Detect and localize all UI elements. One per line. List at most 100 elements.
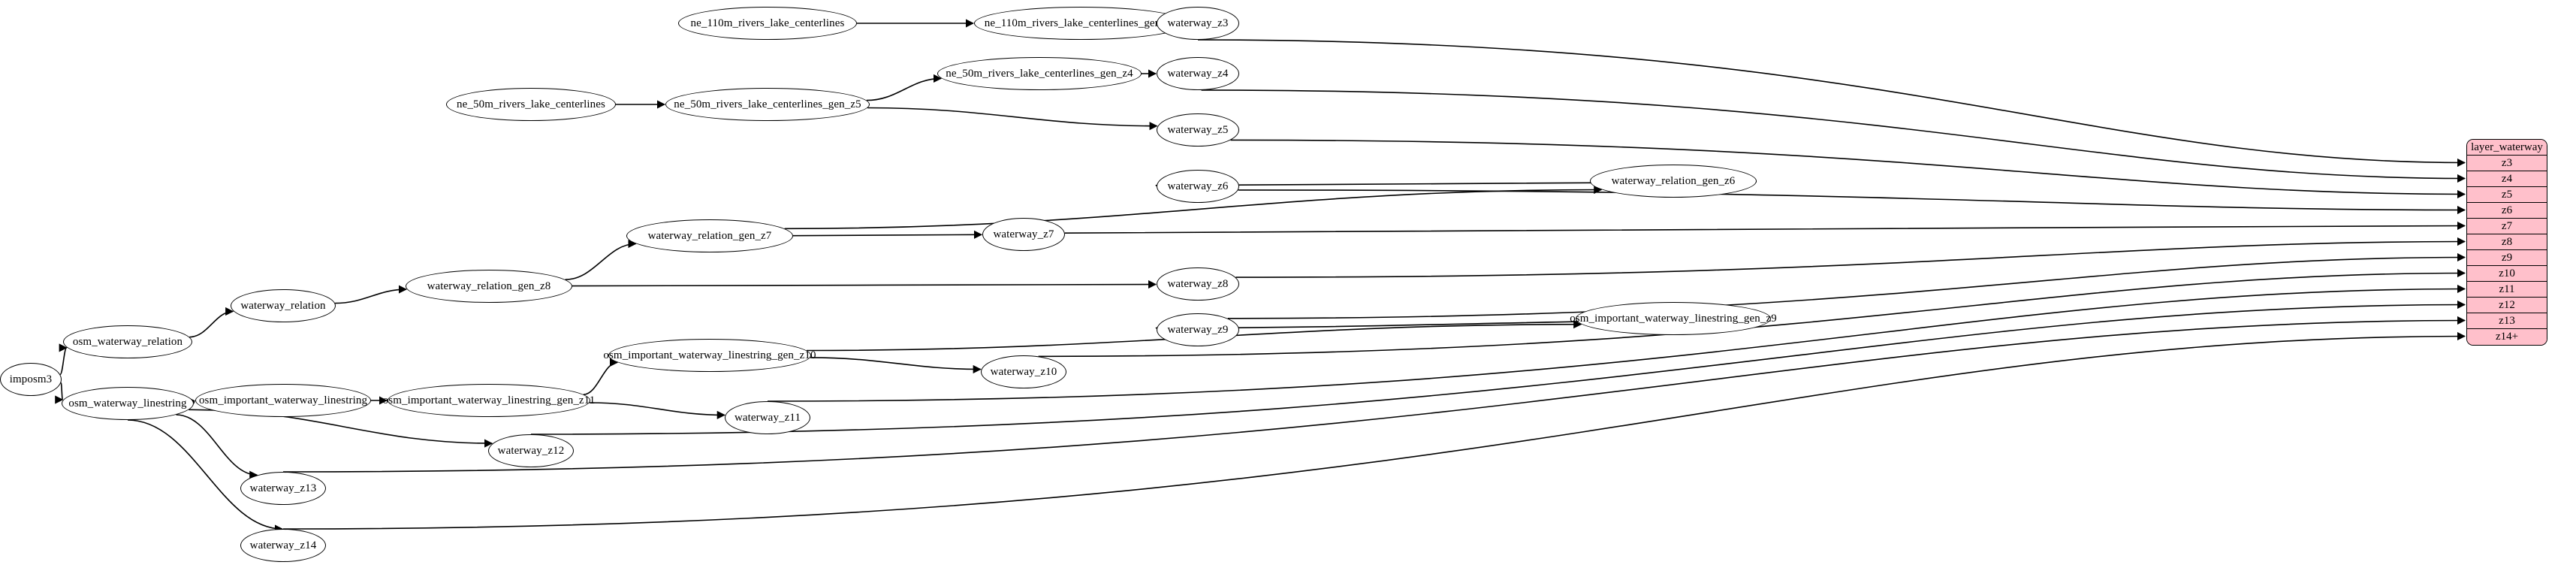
- node-osm-important-waterway-linestring-gen-z11[interactable]: osm_important_waterway_linestring_gen_z1…: [383, 384, 595, 417]
- edge-waterway-z12-to-layer-waterway-z12: [530, 300, 2466, 435]
- edge-waterway-relation-gen-z8-to-waterway-z8: [572, 279, 1157, 289]
- edge-waterway-relation-to-waterway-relation-gen-z8: [335, 285, 408, 304]
- edge-waterway-z10-to-layer-waterway-z10: [1038, 268, 2466, 358]
- edge-waterway-z14-to-layer-waterway-z14-: [282, 331, 2466, 530]
- layer-table-row-z3[interactable]: z3: [2467, 156, 2547, 171]
- node-label: imposm3: [9, 373, 53, 385]
- edge-waterway-relation-gen-z7-to-waterway-relation-gen-z6: [784, 185, 1603, 230]
- layer-table-row-z6[interactable]: z6: [2467, 203, 2547, 219]
- node-label: waterway_z13: [249, 482, 317, 494]
- node-ne-110m-rivers-lake-centerlines[interactable]: ne_110m_rivers_lake_centerlines: [678, 7, 857, 40]
- edge-waterway-relation-gen-z7-to-waterway-z7: [792, 230, 983, 239]
- edge-waterway-z6-to-layer-waterway-z6: [1238, 189, 2466, 215]
- layer-table-row-z7[interactable]: z7: [2467, 219, 2547, 234]
- node-waterway-z5[interactable]: waterway_z5: [1157, 113, 1239, 147]
- node-waterway-z8[interactable]: waterway_z8: [1157, 267, 1239, 301]
- node-label: waterway_z5: [1167, 123, 1229, 136]
- layer-table-row-z9[interactable]: z9: [2467, 250, 2547, 266]
- layer-table-row-z13[interactable]: z13: [2467, 313, 2547, 329]
- layer-table-row-z5[interactable]: z5: [2467, 187, 2547, 203]
- node-label: ne_50m_rivers_lake_centerlines: [457, 98, 605, 110]
- edge-waterway-z13-to-layer-waterway-z13: [282, 316, 2466, 473]
- node-waterway-z7[interactable]: waterway_z7: [982, 218, 1065, 251]
- edge-imposm3-to-osm-waterway-linestring: [55, 382, 64, 404]
- layer-table-row-z10[interactable]: z10: [2467, 266, 2547, 282]
- edge-waterway-z11-to-layer-waterway-z11: [767, 284, 2466, 402]
- edge-waterway-z8-to-layer-waterway-z8: [1235, 237, 2466, 278]
- node-label: ne_50m_rivers_lake_centerlines_gen_z5: [674, 98, 861, 110]
- edge-waterway-z5-to-layer-waterway-z5: [1230, 139, 2466, 199]
- node-label: waterway_z12: [497, 444, 565, 457]
- node-osm-waterway-linestring[interactable]: osm_waterway_linestring: [62, 387, 194, 420]
- node-label: ne_110m_rivers_lake_centerlines_gen_z3: [984, 17, 1178, 29]
- edge-waterway-z4-to-layer-waterway-z4: [1201, 89, 2466, 183]
- node-label: ne_110m_rivers_lake_centerlines: [690, 17, 845, 29]
- edge-waterway-z7-to-layer-waterway-z7: [1064, 221, 2466, 234]
- node-label: waterway_z4: [1167, 67, 1229, 80]
- node-imposm3[interactable]: imposm3: [0, 363, 62, 396]
- node-label: waterway_z7: [993, 228, 1054, 240]
- node-label: osm_important_waterway_linestring_gen_z9: [1570, 312, 1777, 325]
- node-label: osm_waterway_linestring: [68, 397, 187, 409]
- node-label: ne_50m_rivers_lake_centerlines_gen_z4: [946, 67, 1133, 80]
- edge-osm-important-waterway-linestring-gen-z10-to-waterway-z10: [810, 357, 982, 374]
- node-waterway-z9[interactable]: waterway_z9: [1157, 313, 1239, 346]
- node-waterway-relation-gen-z7[interactable]: waterway_relation_gen_z7: [626, 219, 793, 252]
- edge-osm-waterway-relation-to-waterway-relation: [189, 307, 234, 338]
- layer-table-row-z12[interactable]: z12: [2467, 298, 2547, 313]
- node-waterway-z14[interactable]: waterway_z14: [240, 529, 326, 562]
- edge-waterway-z9-to-layer-waterway-z9: [1227, 252, 2466, 319]
- edge-osm-waterway-linestring-to-waterway-z13: [176, 414, 258, 479]
- edge-osm-waterway-linestring-to-osm-important-waterway-linestring: [186, 397, 196, 406]
- edge-ne-50m-rivers-lake-centerlines-gen-z5-to-waterway-z5: [867, 107, 1158, 131]
- node-waterway-relation-gen-z6[interactable]: waterway_relation_gen_z6: [1590, 165, 1757, 198]
- edge-waterway-z3-to-layer-waterway-z3: [1197, 39, 2466, 168]
- edge-imposm3-to-osm-waterway-relation: [59, 343, 68, 376]
- edge-osm-important-waterway-linestring-gen-z11-to-waterway-z11: [589, 402, 725, 419]
- node-waterway-relation[interactable]: waterway_relation: [231, 289, 336, 322]
- node-osm-important-waterway-linestring[interactable]: osm_important_waterway_linestring: [195, 384, 371, 417]
- node-label: waterway_z6: [1167, 180, 1229, 192]
- node-ne-50m-rivers-lake-centerlines-gen-z4[interactable]: ne_50m_rivers_lake_centerlines_gen_z4: [937, 57, 1142, 90]
- node-ne-110m-rivers-lake-centerlines-gen-z3[interactable]: ne_110m_rivers_lake_centerlines_gen_z3: [974, 7, 1187, 40]
- node-ne-50m-rivers-lake-centerlines-gen-z5[interactable]: ne_50m_rivers_lake_centerlines_gen_z5: [665, 88, 870, 121]
- node-label: waterway_z3: [1167, 17, 1229, 29]
- edge-osm-important-waterway-linestring-gen-z11-to-osm-important-waterway-linestring-gen-z10: [583, 358, 619, 395]
- layer-table-row-z14plus[interactable]: z14+: [2467, 329, 2547, 345]
- node-label: waterway_z14: [249, 539, 317, 551]
- node-waterway-z10[interactable]: waterway_z10: [981, 355, 1066, 388]
- layer-table-row-z4[interactable]: z4: [2467, 171, 2547, 187]
- node-label: waterway_z11: [734, 411, 801, 424]
- node-label: osm_important_waterway_linestring: [198, 394, 368, 406]
- node-osm-important-waterway-linestring-gen-z9[interactable]: osm_important_waterway_linestring_gen_z9: [1570, 302, 1777, 335]
- node-waterway-z4[interactable]: waterway_z4: [1157, 57, 1239, 90]
- node-label: osm_important_waterway_linestring_gen_z1…: [603, 349, 816, 361]
- node-waterway-relation-gen-z8[interactable]: waterway_relation_gen_z8: [406, 270, 572, 303]
- node-label: waterway_z10: [990, 365, 1057, 378]
- node-label: waterway_z8: [1167, 277, 1229, 290]
- node-label: waterway_relation: [240, 299, 326, 312]
- node-label: osm_waterway_relation: [72, 335, 183, 348]
- layer-table-header: layer_waterway: [2467, 140, 2547, 156]
- node-label: waterway_z9: [1167, 323, 1229, 336]
- node-ne-50m-rivers-lake-centerlines[interactable]: ne_50m_rivers_lake_centerlines: [446, 88, 616, 121]
- node-label: osm_important_waterway_linestring_gen_z1…: [382, 394, 596, 406]
- node-waterway-z13[interactable]: waterway_z13: [240, 472, 326, 505]
- node-waterway-z3[interactable]: waterway_z3: [1157, 7, 1239, 40]
- layer-table-row-z11[interactable]: z11: [2467, 282, 2547, 298]
- edge-osm-waterway-linestring-to-waterway-z14: [127, 419, 284, 533]
- node-waterway-z11[interactable]: waterway_z11: [725, 401, 810, 434]
- edge-ne-50m-rivers-lake-centerlines-gen-z5-to-ne-50m-rivers-lake-centerlines-gen-z4: [866, 74, 943, 101]
- node-osm-important-waterway-linestring-gen-z10[interactable]: osm_important_waterway_linestring_gen_z1…: [603, 339, 816, 372]
- node-label: waterway_relation_gen_z7: [647, 229, 772, 242]
- layer-table-row-z8[interactable]: z8: [2467, 234, 2547, 250]
- node-waterway-z6[interactable]: waterway_z6: [1157, 170, 1239, 203]
- node-waterway-z12[interactable]: waterway_z12: [488, 434, 574, 467]
- node-label: waterway_relation_gen_z6: [1611, 174, 1736, 187]
- node-osm-waterway-relation[interactable]: osm_waterway_relation: [63, 325, 192, 358]
- node-label: waterway_relation_gen_z8: [427, 279, 551, 292]
